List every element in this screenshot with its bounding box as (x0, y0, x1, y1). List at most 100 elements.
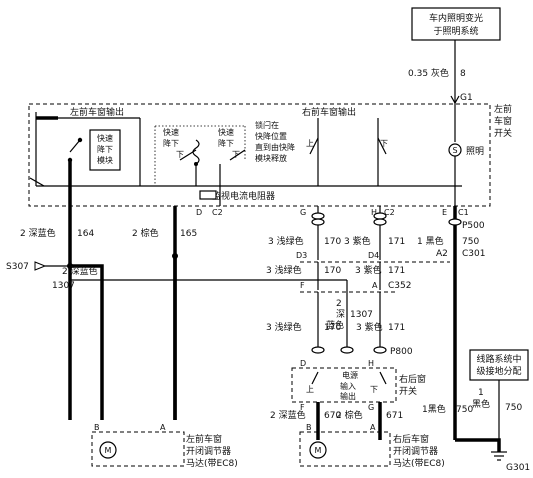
lock-note-l3: 直到由快降 (255, 142, 295, 152)
express-down-module (89, 129, 121, 171)
express-down-2-l2: 降下 (218, 138, 234, 148)
lock-note-l2: 快降位置 (255, 131, 287, 141)
wire-165-number: 165 (180, 229, 197, 239)
connector-p500-label: P500 (462, 221, 485, 231)
wire-171b-number: 171 (388, 266, 405, 276)
internal-bus-tick (29, 177, 45, 187)
left-motor-l2: 开闭调节器 (186, 445, 231, 457)
pin-h: H (371, 208, 377, 217)
pin-c2-right: C2 (384, 208, 395, 217)
pin-e: E (442, 208, 447, 217)
switch-title-line2: 车窗 (494, 115, 512, 127)
wire-1307-number: 1307 (52, 281, 75, 291)
connector-g-icon-2 (311, 218, 325, 226)
rear-sw-down: 下 (370, 385, 378, 394)
connector-p800-label: P800 (390, 347, 413, 357)
wire-164-number: 164 (77, 229, 94, 239)
pin-c1: C1 (458, 208, 469, 217)
express-down-1-l1: 快速 (163, 127, 179, 137)
connector-c301-label: C301 (462, 249, 485, 259)
pin-d3: D3 (296, 251, 307, 260)
rear-switch-l2: 开关 (399, 385, 417, 397)
pin-f-rear: F (300, 403, 305, 412)
pin-h-rear: H (368, 359, 374, 368)
wire-1307b-number: 1307 (350, 310, 373, 320)
wire-671-color: 2 棕色 (336, 409, 363, 421)
pin-d: D (196, 208, 202, 217)
wire-171a-number: 171 (388, 237, 405, 247)
connector-arrow-g1 (450, 95, 460, 105)
rear-window-switch-box (291, 367, 397, 403)
wire-670-color: 2 深蓝色 (270, 409, 306, 421)
express-down-2-l1: 快速 (218, 127, 234, 137)
wire-171c-color: 3 紫色 (356, 321, 383, 333)
wire-170a-color: 3 浅绿色 (268, 235, 304, 247)
wire-1307b-c3: 蓝色 (326, 319, 344, 331)
right-motor-l3: 马达(带EC8) (393, 457, 445, 469)
rf-up-label: 上 (306, 139, 314, 148)
wire-750c-c1: 1 (478, 388, 484, 398)
current-sensor-label: 监视电流电阻器 (212, 190, 275, 202)
pin-f: F (300, 281, 305, 290)
connector-h-icon (373, 212, 387, 220)
connector-g1-label: G1 (460, 93, 473, 103)
lock-note-l1: 锁闩在 (255, 120, 279, 130)
wire-165-node (172, 253, 178, 259)
rear-sw-contact-down (379, 371, 387, 385)
wire-165-color: 2 棕色 (132, 227, 159, 239)
rear-sw-input: 输入 (340, 381, 356, 391)
right-motor-l2: 开闭调节器 (393, 445, 438, 457)
rf-down-label: 下 (380, 139, 388, 148)
rear-sw-power: 电源 (342, 370, 358, 380)
rf-down-contact (377, 137, 387, 155)
right-rear-motor-symbol: M (315, 446, 322, 455)
left-front-motor-box (91, 431, 185, 467)
ground-box-l1: 线路系统中 (476, 353, 521, 365)
wire-1307-color: 2 深蓝色 (62, 265, 98, 277)
lighting-box-line2: 于照明系统 (433, 25, 478, 37)
rear-sw-contact-up (311, 371, 319, 385)
right-rear-motor-box (299, 431, 391, 467)
express-contact-1 (179, 149, 197, 161)
wire-170c-number: 170 (324, 323, 341, 333)
connector-p500-icon (448, 218, 462, 226)
express-module-l2: 降下 (97, 144, 113, 154)
right-output-label: 右前车窗输出 (302, 106, 356, 118)
switch-title-line3: 开关 (494, 127, 512, 139)
pin-g-rear: G (368, 403, 374, 412)
rf-up-contact (309, 137, 319, 155)
wire-750a-color: 1 黑色 (417, 235, 444, 247)
connector-h-icon-2 (373, 218, 387, 226)
wire-750b-color: 1黑色 (422, 403, 446, 415)
wire-170b-color: 3 浅绿色 (266, 264, 302, 276)
switch-title-line1: 左前 (494, 103, 512, 115)
splice-s307-label: S307 (6, 262, 29, 272)
wire-1307b-c1: 2 (336, 299, 342, 309)
current-sensor-resistor (199, 190, 217, 200)
express-down-1-l2: 降下 (163, 138, 179, 148)
pin-a-rear-motor: A (370, 423, 376, 432)
left-front-window-switch-box (28, 103, 491, 207)
wire-8-number: 8 (460, 69, 466, 79)
pin-a-left-motor: A (160, 423, 166, 432)
pin-a2: A2 (436, 249, 448, 259)
pin-a: A (372, 281, 378, 290)
left-motor-l1: 左前车窗 (186, 433, 222, 445)
splice-s307-symbol (34, 261, 47, 271)
connector-p800-icon-1 (311, 346, 325, 354)
connector-g-icon (311, 212, 325, 220)
pin-g: G (300, 208, 306, 217)
wire-750c-c2: 黑色 (472, 398, 490, 410)
wire-750b-number: 750 (456, 405, 473, 415)
connector-p800-icon-2 (340, 346, 354, 354)
rear-sw-output: 输出 (340, 391, 356, 401)
wire-164-color: 2 深蓝色 (20, 227, 56, 239)
right-motor-l1: 右后车窗 (393, 433, 429, 445)
wire-670-number: 670 (324, 411, 341, 421)
connector-c352-label: C352 (388, 281, 411, 291)
express-module-l3: 模块 (97, 155, 113, 165)
express-contact-2 (229, 149, 246, 161)
pin-b-left-motor: B (94, 423, 100, 432)
wire-1307b-c2: 深 (336, 309, 345, 320)
